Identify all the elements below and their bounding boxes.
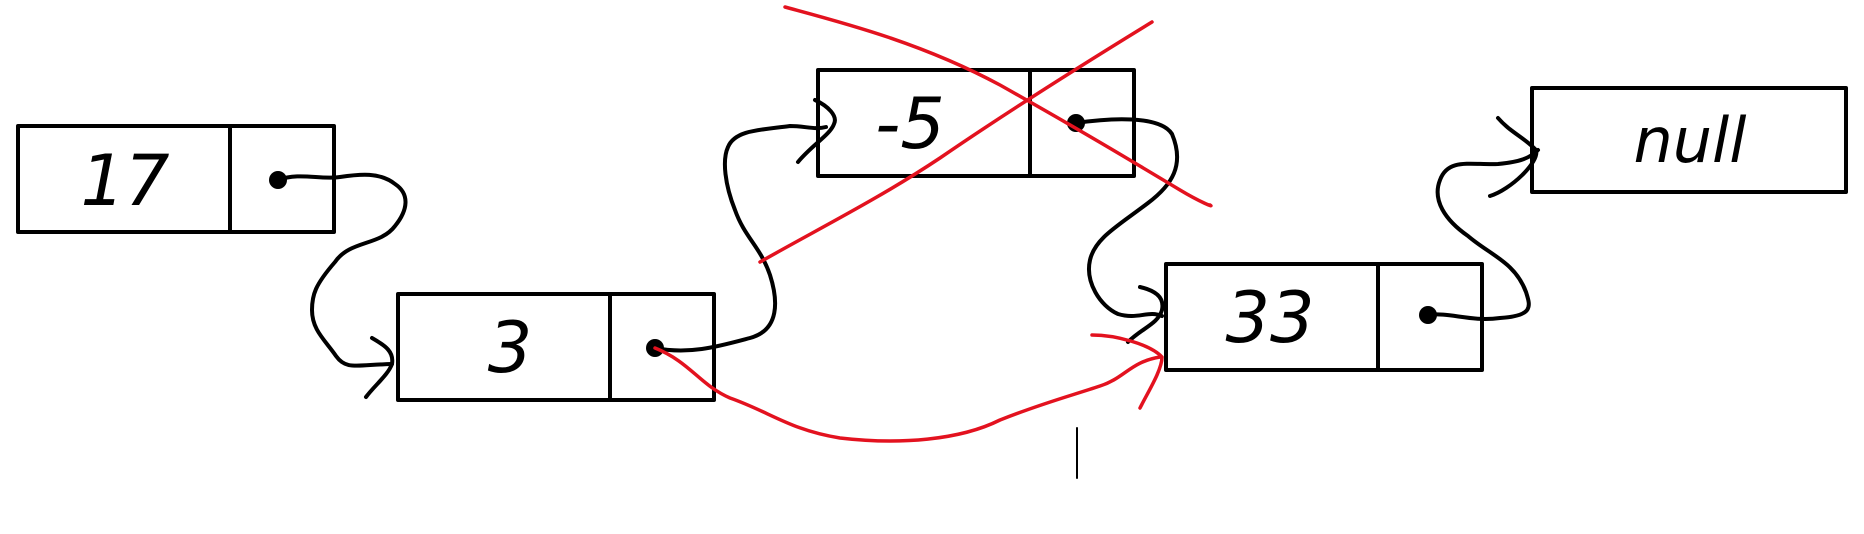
arrowhead [1090, 333, 1164, 410]
node-3: 3 [396, 292, 716, 402]
node-value: 3 [488, 307, 533, 389]
arrowhead [796, 98, 837, 164]
node-box [396, 292, 716, 402]
node-value: -5 [875, 83, 945, 165]
pointer-arrow-3-to-minus5 [653, 124, 828, 353]
node-minus-5: -5 [816, 68, 1136, 178]
cross-out-stroke [758, 20, 1154, 264]
cross-out-stroke [783, 5, 1213, 208]
relink-arrow-3-to-33 [653, 346, 1162, 443]
node-value: 17 [80, 140, 169, 222]
node-17: 17 [16, 124, 336, 234]
pointer-arrows [276, 98, 1540, 399]
pointer-arrow-minus5-to-33 [1074, 117, 1180, 318]
node-value: 33 [1225, 277, 1314, 359]
pointer-arrow-33-to-null [1426, 148, 1540, 321]
pointer-arrow-17-to-3 [276, 172, 408, 368]
null-node: null [1530, 86, 1848, 194]
node-33: 33 [1164, 262, 1484, 372]
node-box [816, 68, 1136, 178]
null-label: null [1633, 104, 1746, 177]
null-box [1530, 86, 1848, 194]
arrowhead [1126, 285, 1165, 344]
arrowhead [364, 336, 395, 399]
deletion-marks [653, 5, 1213, 443]
arrowhead [1488, 116, 1539, 198]
